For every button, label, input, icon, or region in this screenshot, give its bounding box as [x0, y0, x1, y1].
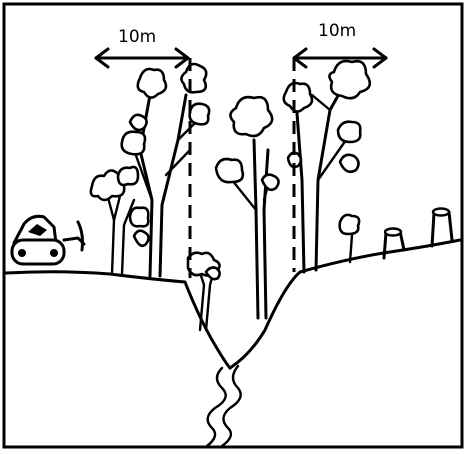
ground-line-left: [6, 272, 230, 368]
tree-icon: [91, 167, 149, 274]
bulldozer-icon: [12, 216, 84, 264]
stream-icon: [207, 366, 241, 446]
tree-icon: [216, 97, 279, 318]
tree-icon: [188, 253, 220, 330]
left-span-label: 10m: [118, 27, 156, 47]
tree-icon: [284, 61, 370, 272]
measurement-arrow-left: [96, 49, 188, 67]
tree-icon: [340, 215, 359, 262]
right-span-label: 10m: [318, 21, 356, 41]
